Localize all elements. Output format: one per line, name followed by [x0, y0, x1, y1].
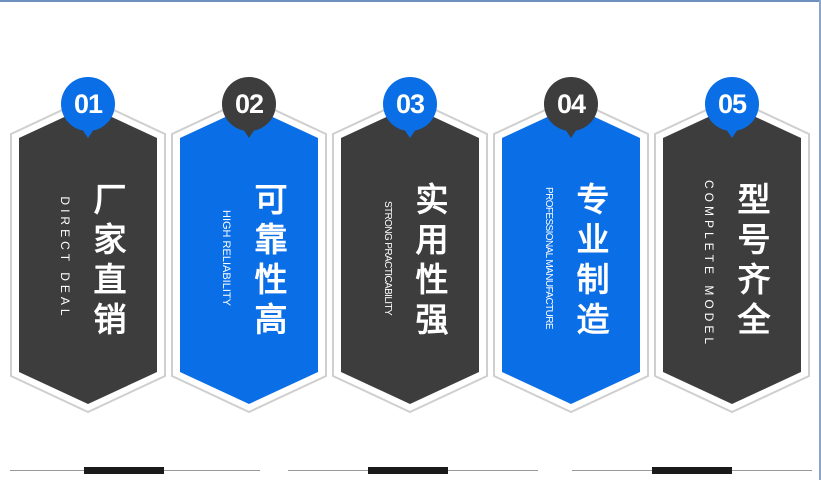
title-character: 厂 [93, 180, 127, 219]
badge-number: 01 [73, 89, 103, 119]
card-hexagon-shape [171, 96, 327, 414]
title-character: 用 [415, 220, 449, 259]
number-badge: 01 [60, 76, 116, 138]
badge-pin-icon [705, 77, 759, 138]
number-badge: 03 [382, 76, 438, 138]
title-character: 高 [254, 300, 288, 339]
badge-number: 04 [556, 89, 586, 119]
title-character: 齐 [737, 260, 771, 299]
title-character: 家 [93, 220, 127, 259]
feature-card-3: 03 实用性强 STRONG PRACTICABILITY [331, 76, 489, 414]
frame-top-border [0, 0, 821, 2]
title-character: 型 [737, 180, 771, 219]
title-character: 强 [415, 300, 449, 339]
feature-card-1: 01 厂家直销 DIRECT DEAL [9, 76, 167, 414]
bottom-accent-bar-1 [84, 467, 164, 474]
badge-pin-icon [544, 77, 598, 138]
card-hexagon-shape [654, 96, 810, 414]
frame-right-border [819, 0, 821, 480]
card-title-chinese: 可靠性高 [249, 180, 293, 340]
badge-pin-icon [383, 77, 437, 138]
title-character: 实 [415, 180, 449, 219]
english-label: PROFESSIONAL MANUFACTURE [543, 187, 554, 329]
title-character: 造 [576, 300, 610, 339]
badge-pin-icon [222, 77, 276, 138]
card-title-english: DIRECT DEAL [53, 180, 77, 336]
badge-number: 05 [717, 89, 747, 119]
card-hexagon-shape [332, 96, 488, 414]
title-character: 性 [254, 260, 288, 299]
badge-pin-icon [61, 77, 115, 138]
title-character: 可 [254, 180, 288, 219]
feature-card-2: 02 可靠性高 HIGH RELIABILITY [170, 76, 328, 414]
card-title-chinese: 专业制造 [571, 180, 615, 340]
card-title-english: COMPLETE MODEL [697, 180, 721, 349]
card-title-chinese: 型号齐全 [732, 180, 776, 340]
card-title-english: HIGH RELIABILITY [214, 180, 238, 336]
number-badge: 05 [704, 76, 760, 138]
card-title-english: PROFESSIONAL MANUFACTURE [536, 180, 560, 336]
number-badge: 04 [543, 76, 599, 138]
card-hexagon-shape [493, 96, 649, 414]
title-character: 号 [737, 220, 771, 259]
title-character: 专 [576, 180, 610, 219]
bottom-accent-bar-3 [652, 467, 732, 474]
title-character: 制 [576, 260, 610, 299]
title-character: 全 [737, 300, 771, 339]
number-badge: 02 [221, 76, 277, 138]
title-character: 销 [93, 300, 127, 339]
title-character: 性 [415, 260, 449, 299]
title-character: 业 [576, 220, 610, 259]
english-label: COMPLETE MODEL [702, 180, 716, 349]
card-title-chinese: 厂家直销 [88, 180, 132, 340]
title-character: 直 [93, 260, 127, 299]
card-title-chinese: 实用性强 [410, 180, 454, 340]
card-hexagon-shape [10, 96, 166, 414]
english-label: STRONG PRACTICABILITY [382, 200, 393, 316]
bottom-accent-bar-2 [368, 467, 448, 474]
english-label: HIGH RELIABILITY [220, 210, 232, 306]
card-title-english: STRONG PRACTICABILITY [375, 180, 399, 336]
badge-number: 02 [234, 89, 264, 119]
badge-number: 03 [395, 89, 425, 119]
feature-card-5: 05 型号齐全 COMPLETE MODEL [653, 76, 811, 414]
feature-card-4: 04 专业制造 PROFESSIONAL MANUFACTURE [492, 76, 650, 414]
english-label: DIRECT DEAL [58, 196, 72, 320]
title-character: 靠 [254, 220, 288, 259]
